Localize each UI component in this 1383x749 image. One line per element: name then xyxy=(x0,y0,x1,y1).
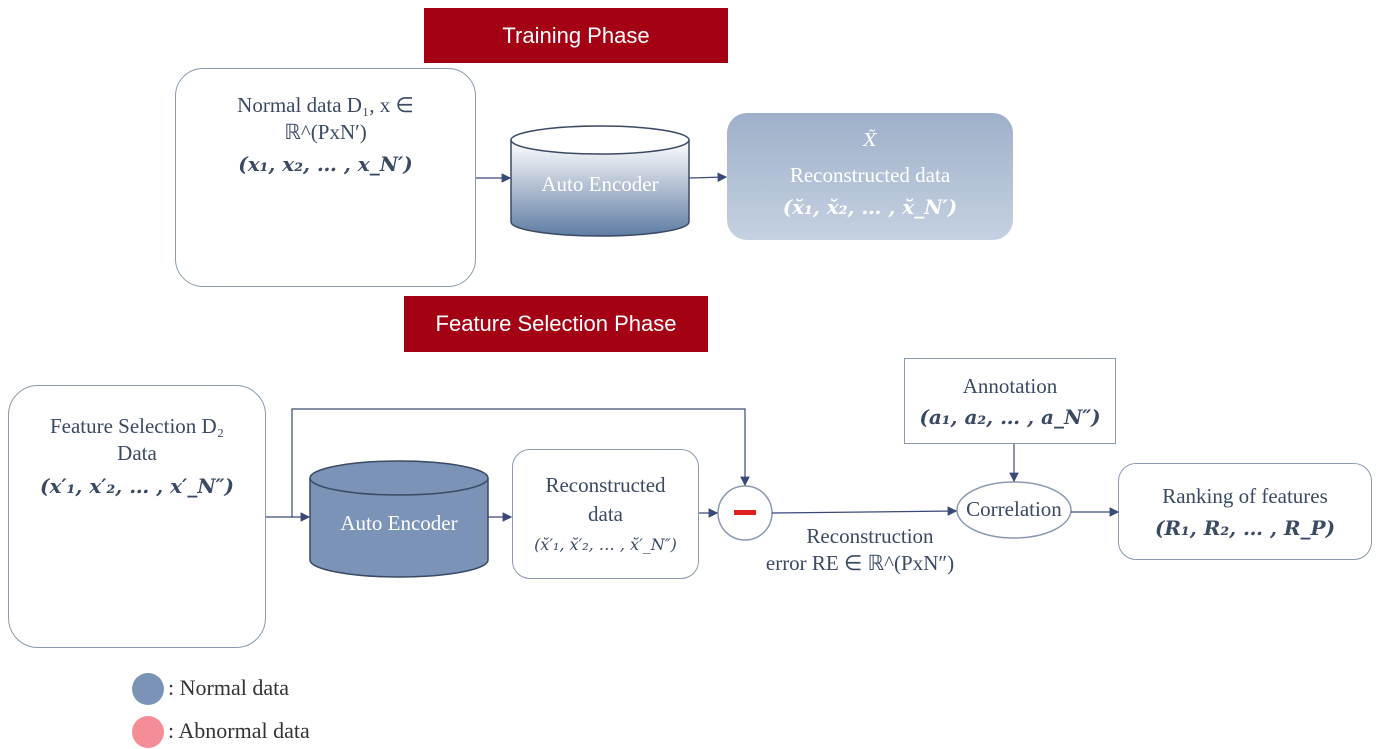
connector-arrows xyxy=(266,172,1120,522)
reconstructed-data-label: Reconstructed data xyxy=(789,163,951,187)
normal-data-line1: Normal data D₁, x ∈ xyxy=(237,93,414,117)
annotation-box xyxy=(904,358,1116,444)
feature-selection-tuple: (x′₁, x′₂, … , x′_N″) xyxy=(40,474,234,498)
normal-data-space: ℝ^(PxN′) xyxy=(178,120,473,145)
abnormal-legend-swatch xyxy=(132,716,164,748)
normal-legend-swatch xyxy=(132,673,164,705)
reconstructed-symbol: X̃ xyxy=(863,130,877,151)
normal-legend-label: : Normal data xyxy=(168,675,289,700)
reconstructed-feature-line1: Reconstructed xyxy=(545,473,666,497)
normal-data-tuple: (x₁, x₂, … , x_N′) xyxy=(238,152,413,176)
training-phase-banner: Training Phase xyxy=(424,8,728,63)
reconstruction-error-line1: Reconstruction xyxy=(806,524,934,548)
training-autoencoder-cylinder xyxy=(510,125,690,237)
ranking-tuple: (R₁, R₂, … , R_P) xyxy=(1154,516,1336,540)
reconstruction-error-line2: error RE ∈ ℝ^(PxN″) xyxy=(765,551,955,575)
reconstructed-feature-tuple: (x̆′₁, x̆′₂, … , x̆′_N″) xyxy=(534,535,677,554)
reconstructed-feature-line2: data xyxy=(588,502,623,526)
training-autoencoder-label: Auto Encoder xyxy=(541,172,659,196)
normal-data-label: Normal data D₁, x ∈ xyxy=(178,93,473,118)
annotation-tuple: (a₁, a₂, … , a_N″) xyxy=(919,405,1101,429)
normal-data-box xyxy=(175,68,476,287)
feature-selection-phase-banner: Feature Selection Phase xyxy=(404,296,708,352)
ranking-label: Ranking of features xyxy=(1162,484,1328,508)
abnormal-legend-label: : Abnormal data xyxy=(168,718,310,743)
feature-autoencoder-label: Auto Encoder xyxy=(340,511,458,535)
feature-selection-line1: Feature Selection D₂ xyxy=(49,414,225,438)
ranking-box xyxy=(1118,463,1372,560)
reconstructed-feature-box xyxy=(512,449,699,579)
normal-data-space-text: ℝ^(PxN′) xyxy=(284,120,367,144)
feature-autoencoder-cylinder xyxy=(309,460,489,578)
reconstructed-data-tuple: (x̆₁, x̆₂, … , x̆_N′) xyxy=(782,195,958,219)
feature-selection-data-box xyxy=(8,385,266,648)
correlation-label: Correlation xyxy=(966,497,1062,521)
annotation-label: Annotation xyxy=(962,374,1058,398)
reconstructed-data-box xyxy=(727,113,1013,240)
feature-selection-line2: Data xyxy=(117,441,157,465)
